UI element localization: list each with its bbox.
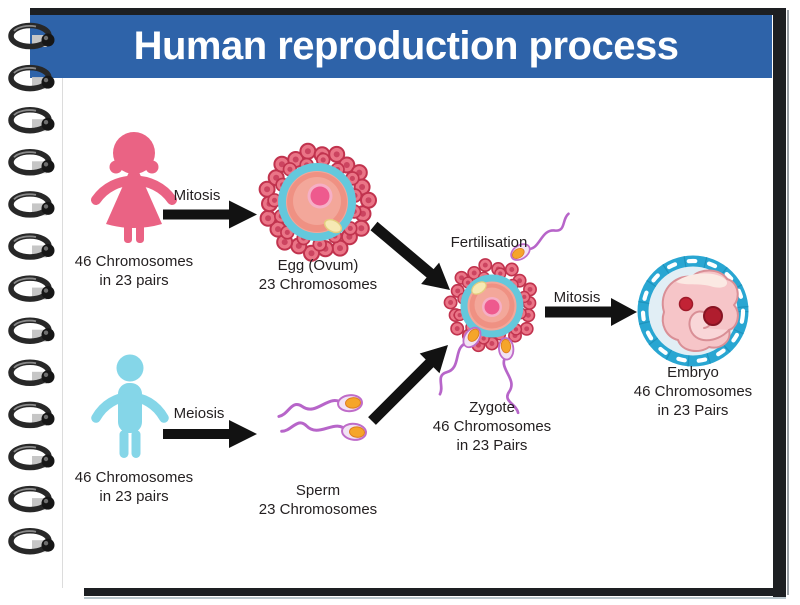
arrow-egg-to-zygote [370, 221, 450, 290]
notebook-cover-top-edge [30, 8, 786, 15]
label-line: in 23 Pairs [456, 437, 528, 454]
woman-icon [91, 132, 177, 243]
notebook-cover-right-shadow [787, 10, 789, 595]
label-line: Embryo [667, 364, 719, 381]
notebook-cover-bottom-shadow [84, 597, 786, 599]
female-chromosomes-label: 46 Chromosomes in 23 pairs [75, 252, 193, 290]
label-line: Zygote [469, 399, 515, 416]
meiosis-label-male: Meiosis [173, 405, 225, 422]
mitosis-arrow-zygote-to-embryo [545, 298, 637, 326]
notebook-cover-right-edge [773, 8, 786, 597]
label-line: in 23 pairs [99, 488, 169, 505]
zygote-illustration [427, 211, 577, 416]
embryo-label: Embryo 46 Chromosomes in 23 Pairs [634, 363, 752, 420]
page-title: Human reproduction process [133, 24, 679, 68]
egg-label: Egg (Ovum) 23 Chromosomes [259, 256, 377, 294]
label-line: 46 Chromosomes [633, 383, 753, 400]
fertilisation-label: Fertilisation [450, 234, 528, 251]
zygote-label: Zygote 46 Chromosomes in 23 Pairs [433, 398, 551, 455]
meiosis-arrow-male-to-sperm [163, 420, 257, 448]
sperm-illustration [276, 392, 369, 443]
label-line: 46 Chromosomes [74, 253, 194, 270]
mitosis-label-zygote: Mitosis [553, 289, 601, 306]
page-left-edge [62, 78, 63, 588]
embryo-fetus [661, 269, 739, 353]
man-icon [91, 354, 169, 458]
polar-body [323, 218, 343, 234]
label-line: Sperm [295, 482, 341, 499]
label-line: in 23 Pairs [657, 402, 729, 419]
mitosis-arrow-female-to-egg [163, 200, 257, 229]
male-chromosomes-label: 46 Chromosomes in 23 pairs [75, 468, 193, 506]
sperm-label: Sperm 23 Chromosomes [259, 481, 377, 519]
title-banner: Human reproduction process [30, 15, 772, 78]
embryo-illustration [637, 255, 749, 367]
label-line: 23 Chromosomes [258, 501, 378, 518]
egg-ovum-illustration [258, 142, 377, 262]
mitosis-label-female: Mitosis [173, 187, 221, 204]
spiral-binding [11, 26, 55, 553]
label-line: 46 Chromosomes [74, 469, 194, 486]
label-line: 46 Chromosomes [432, 418, 552, 435]
label-line: 23 Chromosomes [258, 276, 378, 293]
notebook-cover-bottom-edge [84, 588, 786, 596]
label-line: Egg (Ovum) [277, 257, 359, 274]
label-line: in 23 pairs [99, 272, 169, 289]
flow-arrows [163, 200, 637, 448]
arrow-sperm-to-zygote [368, 345, 448, 425]
